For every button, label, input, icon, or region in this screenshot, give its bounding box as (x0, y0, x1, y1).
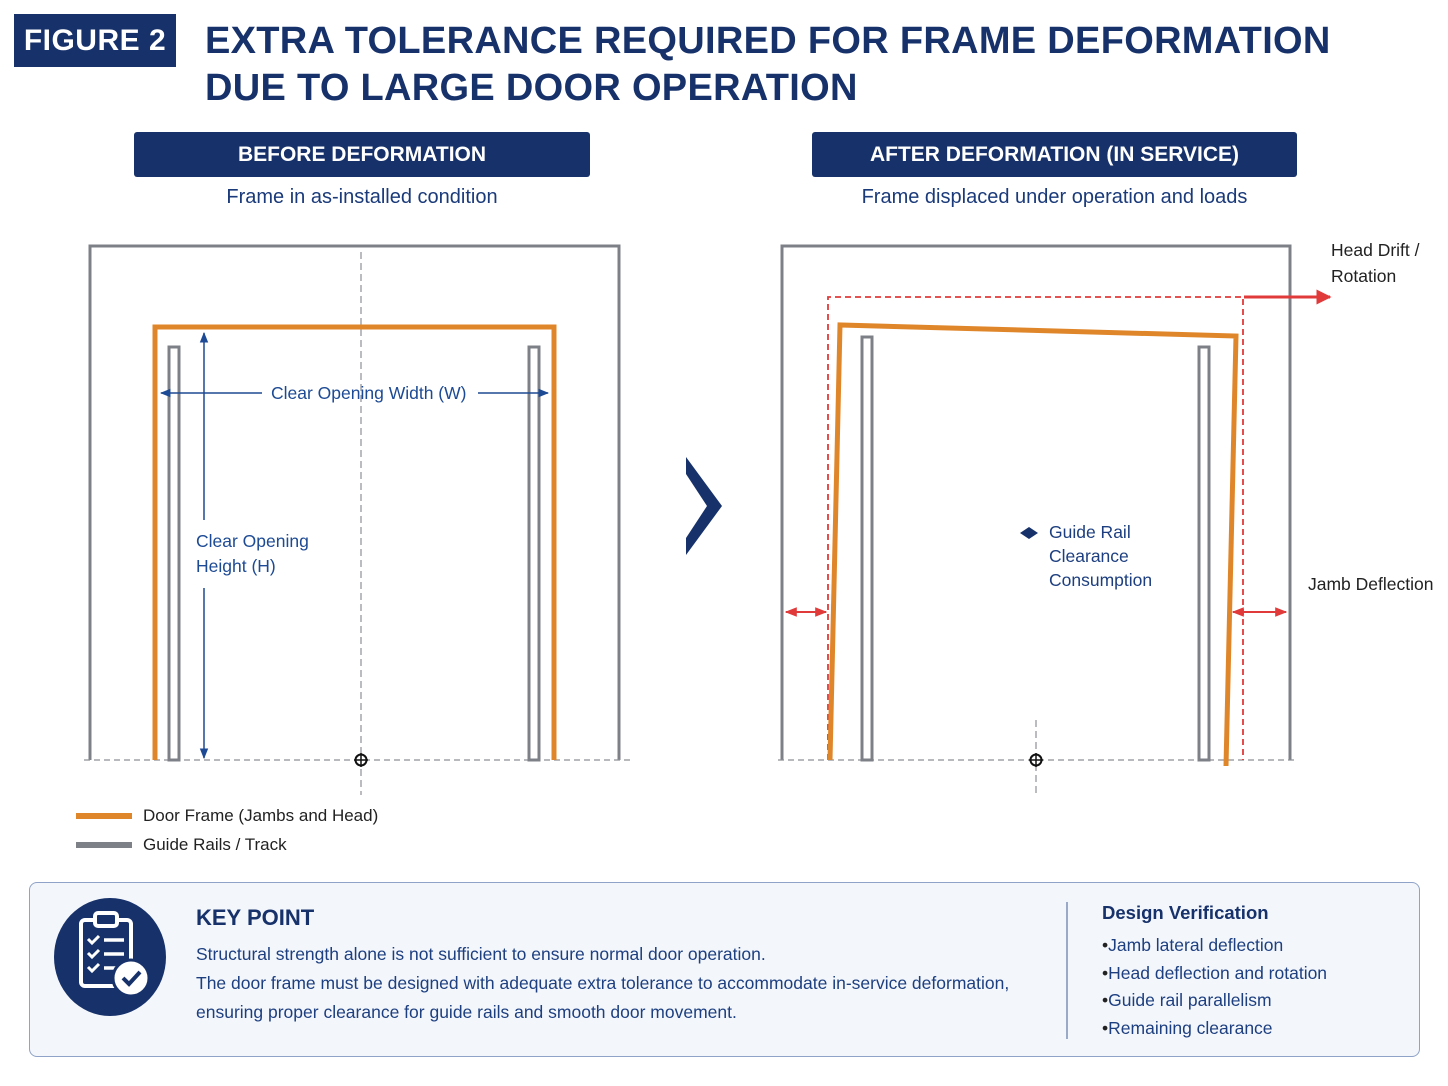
figure-badge: FIGURE 2 (14, 14, 176, 67)
after-right-guide-rail (1197, 345, 1211, 762)
key-point-text: Structural strength alone is not suffici… (196, 940, 1009, 1027)
jamb-deflection-label: Jamb Deflection (1308, 574, 1434, 594)
figure-title-line-2: DUE TO LARGE DOOR OPERATION (205, 67, 858, 109)
head-drift-line-1: Head Drift / (1331, 240, 1420, 260)
height-label-line-2: Height (H) (196, 556, 276, 576)
head-drift-label: Head Drift / Rotation (1331, 237, 1420, 289)
after-diagram (778, 244, 1332, 795)
original-frame-position (827, 296, 1244, 760)
design-verification-item: Guide rail parallelism (1102, 987, 1327, 1015)
before-diagram (84, 244, 630, 795)
transition-chevron-icon (686, 457, 722, 555)
key-point-line-1: Structural strength alone is not suffici… (196, 944, 766, 964)
before-left-guide-rail (167, 345, 181, 762)
after-reference-point-icon (1029, 753, 1043, 767)
after-wall-outline (780, 244, 1292, 760)
before-reference-point-icon (354, 753, 368, 767)
deformed-door-frame (827, 322, 1239, 767)
key-point-title: KEY POINT (196, 905, 315, 930)
guide-rail-line-2: Clearance (1049, 546, 1129, 566)
legend-frame-label: Door Frame (Jambs and Head) (143, 806, 379, 825)
head-drift-line-2: Rotation (1331, 266, 1397, 286)
height-label-line-1: Clear Opening (196, 531, 309, 551)
guide-rail-marker-icon (1020, 527, 1038, 539)
legend-item-frame: Door Frame (Jambs and Head) (76, 804, 378, 828)
design-verification-item: Jamb lateral deflection (1102, 932, 1327, 960)
figure-title-line-1: EXTRA TOLERANCE REQUIRED FOR FRAME DEFOR… (205, 20, 1331, 62)
before-right-guide-rail (527, 345, 541, 762)
key-point-line-2: The door frame must be designed with ade… (196, 973, 1010, 993)
design-verification-item: Head deflection and rotation (1102, 960, 1327, 988)
after-subtitle: Frame displaced under operation and load… (861, 186, 1248, 208)
key-point-divider (1066, 902, 1068, 1039)
legend-frame-swatch (76, 813, 132, 819)
before-door-frame (152, 324, 557, 760)
legend-rails-label: Guide Rails / Track (143, 835, 287, 854)
after-left-guide-rail (860, 335, 874, 762)
guide-rail-line-3: Consumption (1049, 570, 1153, 590)
design-verification-item: Remaining clearance (1102, 1015, 1327, 1043)
height-label: Clear Opening Height (H) (196, 529, 309, 579)
clipboard-check-icon (54, 898, 166, 1016)
design-verification-title: Design Verification (1102, 902, 1269, 923)
guide-rail-clearance-label: Guide Rail Clearance Consumption (1049, 520, 1152, 592)
before-header: BEFORE DEFORMATION (134, 132, 590, 177)
after-header: AFTER DEFORMATION (IN SERVICE) (812, 132, 1297, 177)
legend-item-rails: Guide Rails / Track (76, 833, 287, 857)
design-verification-list: Jamb lateral deflection Head deflection … (1102, 932, 1327, 1042)
key-point-line-3: ensuring proper clearance for guide rail… (196, 1002, 737, 1022)
before-wall-outline (88, 244, 621, 760)
before-subtitle: Frame in as-installed condition (226, 186, 498, 208)
figure-title: EXTRA TOLERANCE REQUIRED FOR FRAME DEFOR… (205, 18, 1405, 112)
guide-rail-line-1: Guide Rail (1049, 522, 1131, 542)
width-label: Clear Opening Width (W) (271, 383, 467, 403)
legend-rails-swatch (76, 842, 132, 848)
